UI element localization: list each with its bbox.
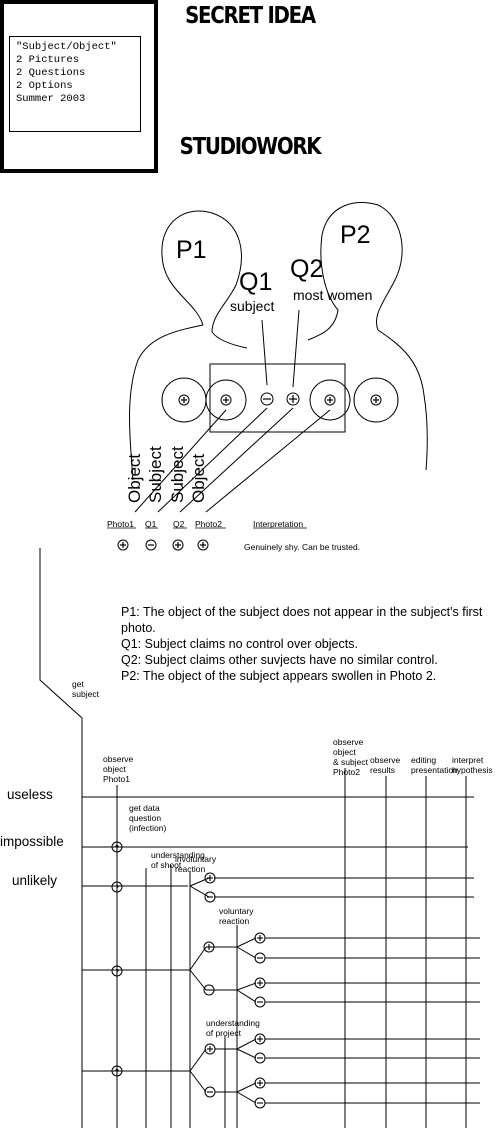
- logo-line: Summer 2003: [16, 93, 86, 105]
- rotated-subject-label: Subject: [146, 446, 165, 503]
- note-p2: P2: The object of the subject appears sw…: [121, 669, 437, 683]
- note-q2: Q2: Subject claims other suvjects have n…: [121, 653, 438, 667]
- svg-text:?: ?: [115, 885, 119, 892]
- logo-line: 2 Questions: [16, 67, 86, 79]
- p2-label: P2: [340, 221, 371, 249]
- logo-subtitle: STUDIOWORK: [179, 134, 322, 160]
- logo-line: "Subject/Object": [16, 41, 117, 53]
- svg-text:?: ?: [115, 1069, 119, 1076]
- row-unlikely-label: unlikely: [12, 873, 58, 888]
- q1-label: Q1: [239, 268, 273, 296]
- legend-q2: Q2: [173, 519, 185, 529]
- svg-text:?: ?: [115, 845, 119, 852]
- notes-block: P1: The object of the subject does not a…: [121, 604, 500, 684]
- p1-label: P1: [176, 236, 207, 264]
- note-p1: P1: The object of the subject does not a…: [121, 605, 483, 635]
- photo-frame: [209, 363, 346, 433]
- logo-title: SECRET IDEA: [185, 3, 316, 29]
- figure-p1-outline: [129, 210, 248, 481]
- legend-photo2: Photo2: [195, 519, 222, 529]
- legend-photo1: Photo1: [107, 519, 134, 529]
- row-impossible-label: impossible: [0, 834, 64, 849]
- legend-interpretation-header: Interpretation: [253, 519, 304, 529]
- rotated-object-label: Object: [125, 453, 144, 503]
- q2-most-women-label: most women: [293, 287, 373, 303]
- legend-interpretation-text: Genuinely shy. Can be trusted.: [244, 542, 361, 552]
- note-q1: Q1: Subject claims no control over objec…: [121, 637, 358, 651]
- rotated-object-label: Object: [189, 453, 208, 503]
- q2-label: Q2: [290, 255, 324, 283]
- figure-p2-outline: [307, 202, 428, 471]
- logo-info-box: "Subject/Object" 2 Pictures 2 Questions …: [9, 36, 141, 132]
- legend-q1: Q1: [145, 519, 157, 529]
- logo-line: 2 Options: [16, 80, 73, 92]
- q1-subject-label: subject: [230, 298, 275, 314]
- studiowork-logo: SECRET IDEA "Subject/Object" 2 Pictures …: [0, 0, 322, 173]
- row-useless-label: useless: [7, 787, 53, 802]
- svg-text:?: ?: [115, 969, 119, 976]
- logo-line: 2 Pictures: [16, 54, 80, 66]
- rotated-subject-label: Subject: [168, 446, 187, 503]
